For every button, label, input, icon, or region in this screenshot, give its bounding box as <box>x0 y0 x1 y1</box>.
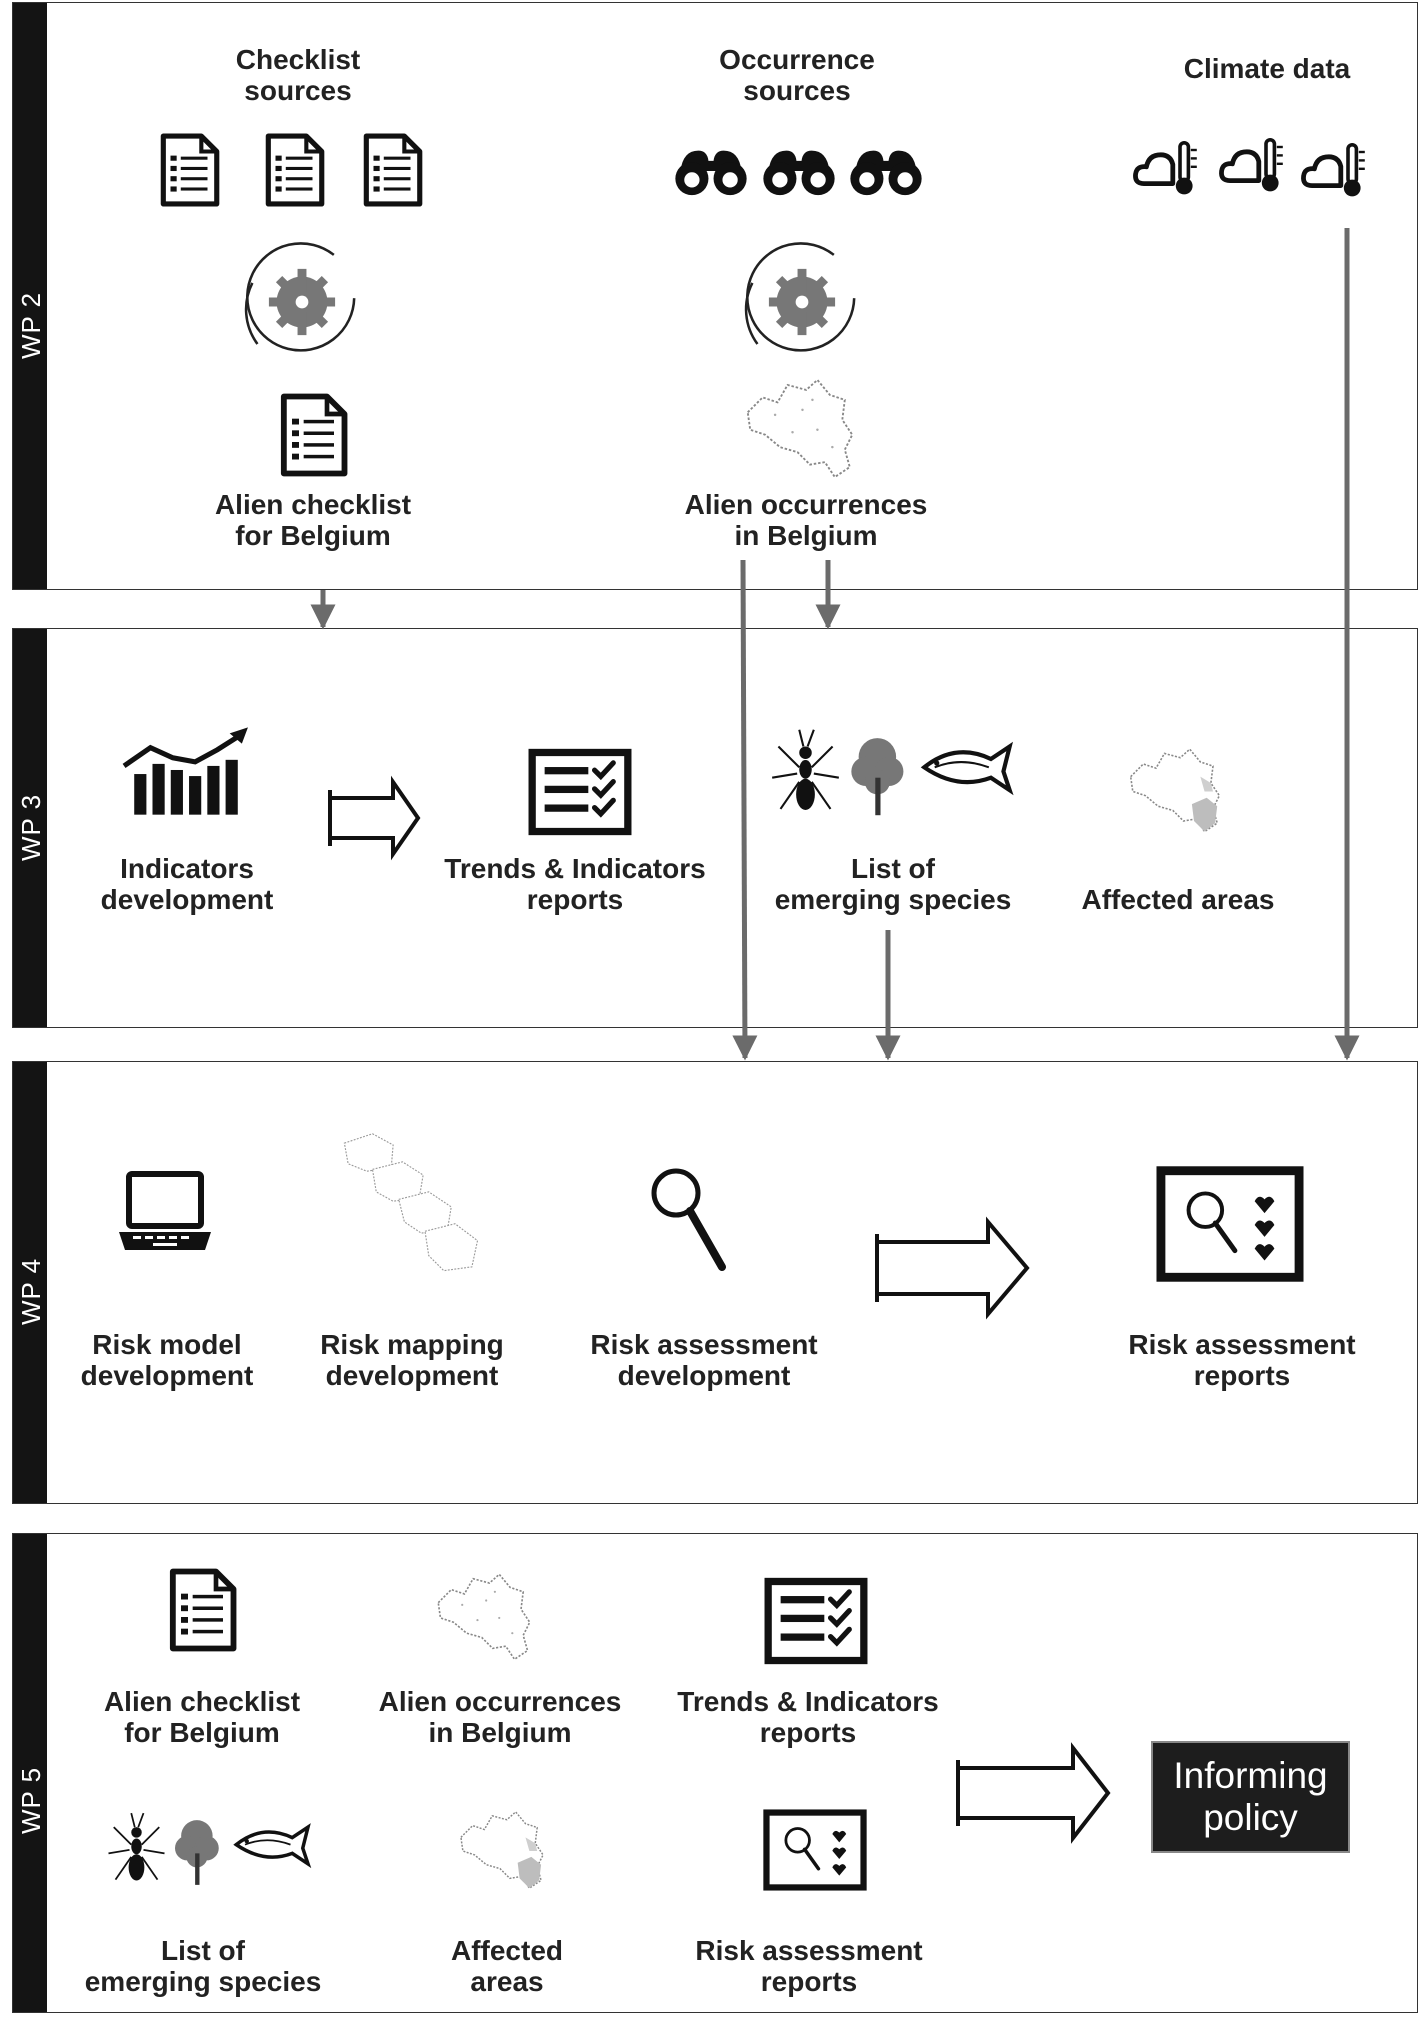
climate-data-label: Climate data <box>1183 53 1351 84</box>
indicators-development-label: Indicators development <box>100 853 274 915</box>
alien-occurrences-label: Alien occurrences in Belgium <box>378 1686 622 1748</box>
risk-model-label: Risk model development <box>80 1329 254 1391</box>
hollow-arrow-indicators-to-trends <box>328 775 421 861</box>
informing-policy-label: Informing policy <box>1173 1755 1328 1838</box>
wp-bar: WP 2 <box>13 3 47 589</box>
hollow-arrow-to-policy <box>956 1742 1111 1844</box>
trends-reports-label: Trends & Indicators reports <box>444 853 706 915</box>
occurrence-sources-label: Occurrence sources <box>719 44 875 106</box>
risk-assessment-dev-label: Risk assessment development <box>590 1329 818 1391</box>
checklist-sources-label: Checklist sources <box>235 44 361 106</box>
risk-mapping-label: Risk mapping development <box>320 1329 504 1391</box>
alien-occurrences-label: Alien occurrences in Belgium <box>684 489 928 551</box>
affected-areas-label: Affected areas <box>450 1935 564 1997</box>
alien-checklist-label: Alien checklist for Belgium <box>214 489 412 551</box>
risk-assessment-reports-label: Risk assessment reports <box>695 1935 923 1997</box>
risk-assessment-reports-label: Risk assessment reports <box>1128 1329 1356 1391</box>
wp-bar: WP 5 <box>13 1534 47 2012</box>
wp4-panel: WP 4 <box>12 1061 1418 1504</box>
wp3-panel: WP 3 <box>12 628 1418 1028</box>
emerging-species-label: List of emerging species <box>774 853 1012 915</box>
wp-bar: WP 4 <box>13 1062 47 1503</box>
affected-areas-label: Affected areas <box>1081 884 1275 915</box>
trends-reports-label: Trends & Indicators reports <box>677 1686 939 1748</box>
hollow-arrow-assessment-to-reports <box>875 1216 1030 1320</box>
wp-bar: WP 3 <box>13 629 47 1027</box>
emerging-species-label: List of emerging species <box>84 1935 322 1997</box>
alien-checklist-label: Alien checklist for Belgium <box>103 1686 301 1748</box>
informing-policy-box: Informing policy <box>1151 1741 1350 1853</box>
arrow-occurrences-to-wp4 <box>732 559 758 1061</box>
